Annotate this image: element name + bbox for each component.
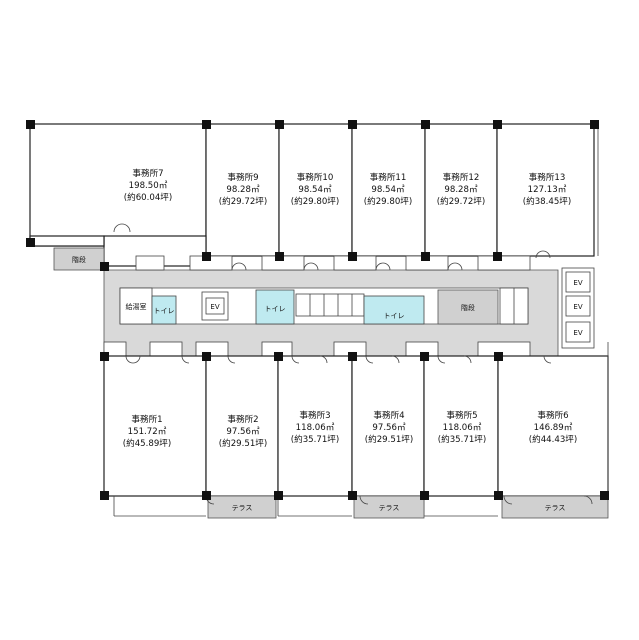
svg-text:事務所1: 事務所1: [131, 413, 162, 425]
svg-text:146.89㎡: 146.89㎡: [534, 422, 573, 433]
svg-text:事務所5: 事務所5: [446, 409, 477, 421]
core: 給湯室 トイレ EV トイレ トイレ 階段: [119, 287, 529, 325]
elevator-1[interactable]: [565, 271, 591, 293]
svg-text:(約45.89坪): (約45.89坪): [123, 437, 172, 449]
svg-text:事務所10: 事務所10: [297, 171, 334, 183]
svg-text:98.54㎡: 98.54㎡: [298, 184, 332, 195]
svg-text:97.56㎡: 97.56㎡: [226, 426, 260, 437]
svg-text:事務所11: 事務所11: [370, 171, 407, 183]
office-3-room[interactable]: [277, 355, 353, 497]
elevator-3[interactable]: [565, 321, 591, 343]
office-13-label: 事務所13 127.13㎡ (約38.45坪): [523, 171, 572, 207]
office-5-label: 事務所5 118.06㎡ (約35.71坪): [438, 409, 487, 445]
stairs-left: [53, 247, 105, 271]
north-offices: [29, 123, 599, 267]
elevator-bank: EV EV EV: [561, 267, 595, 349]
toilet-left-label: トイレ: [154, 307, 175, 315]
office-6-label: 事務所6 146.89㎡ (約44.43坪): [529, 409, 578, 445]
elevator-3-label: EV: [573, 329, 582, 337]
svg-text:(約29.80坪): (約29.80坪): [364, 195, 413, 207]
office-6-room[interactable]: [497, 355, 609, 497]
svg-text:事務所2: 事務所2: [227, 413, 258, 425]
svg-text:事務所7: 事務所7: [132, 167, 163, 179]
toilet-right: [363, 295, 425, 325]
office-2-label: 事務所2 97.56㎡ (約29.51坪): [219, 413, 268, 449]
south-wall-niches: [103, 341, 531, 357]
kitchenette-label: 給湯室: [126, 302, 147, 311]
columns: [26, 120, 609, 500]
terrace-1-label: テラス: [232, 504, 253, 512]
svg-text:(約29.72坪): (約29.72坪): [437, 195, 486, 207]
svg-text:97.56㎡: 97.56㎡: [372, 422, 406, 433]
office-3-label: 事務所3 118.06㎡ (約35.71坪): [291, 409, 340, 445]
office-labels: 事務所7 198.50㎡ (約60.04坪) 事務所9 98.28㎡ (約29.…: [123, 167, 578, 449]
office-12-room[interactable]: [424, 123, 498, 257]
svg-text:127.13㎡: 127.13㎡: [528, 184, 567, 195]
terraces: テラス テラス テラス: [207, 495, 609, 519]
svg-text:98.54㎡: 98.54㎡: [371, 184, 405, 195]
office-2-room[interactable]: [205, 355, 279, 497]
svg-text:事務所9: 事務所9: [227, 171, 258, 183]
office-7-room[interactable]: [29, 123, 207, 247]
elevator-1-label: EV: [573, 279, 582, 287]
svg-text:198.50㎡: 198.50㎡: [129, 180, 168, 191]
office-5-room[interactable]: [423, 355, 499, 497]
elevator-2-label: EV: [573, 303, 582, 311]
office-7-label: 事務所7 198.50㎡ (約60.04坪): [124, 167, 173, 203]
toilet-center: [255, 289, 295, 325]
svg-text:(約60.04坪): (約60.04坪): [124, 191, 173, 203]
office-10-label: 事務所10 98.54㎡ (約29.80坪): [291, 171, 340, 207]
office-13-room[interactable]: [496, 123, 595, 257]
terrace-2-label: テラス: [379, 504, 400, 512]
terrace-3[interactable]: [501, 495, 609, 519]
north-wall-niches: [135, 255, 531, 271]
svg-text:事務所12: 事務所12: [443, 171, 480, 183]
south-offices: [103, 342, 609, 517]
office-9-room[interactable]: [205, 123, 280, 257]
svg-text:事務所13: 事務所13: [529, 171, 566, 183]
office-4-label: 事務所4 97.56㎡ (約29.51坪): [365, 409, 414, 445]
svg-text:151.72㎡: 151.72㎡: [128, 426, 167, 437]
kitchenette: [119, 287, 153, 325]
svg-text:(約35.71坪): (約35.71坪): [291, 433, 340, 445]
svg-text:118.06㎡: 118.06㎡: [443, 422, 482, 433]
svg-text:(約44.43坪): (約44.43坪): [529, 433, 578, 445]
svg-text:98.28㎡: 98.28㎡: [226, 184, 260, 195]
office-10-room[interactable]: [278, 123, 353, 257]
door-swings: [113, 223, 593, 505]
stairs-center-label: 階段: [461, 303, 475, 312]
office-12-label: 事務所12 98.28㎡ (約29.72坪): [437, 171, 486, 207]
toilet-center-label: トイレ: [265, 305, 286, 313]
svg-text:(約38.45坪): (約38.45坪): [523, 195, 572, 207]
svg-text:(約29.51坪): (約29.51坪): [365, 433, 414, 445]
svg-text:(約29.80坪): (約29.80坪): [291, 195, 340, 207]
office-1-room[interactable]: [103, 355, 207, 497]
office-11-room[interactable]: [351, 123, 426, 257]
office-1-label: 事務所1 151.72㎡ (約45.89坪): [123, 413, 172, 449]
office-9-label: 事務所9 98.28㎡ (約29.72坪): [219, 171, 268, 207]
terrace-1[interactable]: [207, 495, 277, 519]
office-7-notch: [29, 235, 105, 247]
elevator-2[interactable]: [565, 295, 591, 317]
svg-text:事務所4: 事務所4: [373, 409, 404, 421]
svg-text:118.06㎡: 118.06㎡: [296, 422, 335, 433]
toilet-stalls: [295, 293, 365, 317]
stairs-left-label: 階段: [72, 255, 86, 264]
office-11-label: 事務所11 98.54㎡ (約29.80坪): [364, 171, 413, 207]
toilet-left: [151, 295, 177, 325]
svg-text:(約35.71坪): (約35.71坪): [438, 433, 487, 445]
terrace-3-label: テラス: [545, 504, 566, 512]
svg-text:98.28㎡: 98.28㎡: [444, 184, 478, 195]
elevator-left-label: EV: [210, 303, 219, 311]
stairs-center: [437, 289, 499, 325]
svg-text:(約29.72坪): (約29.72坪): [219, 195, 268, 207]
toilet-right-label: トイレ: [384, 312, 405, 320]
svg-text:(約29.51坪): (約29.51坪): [219, 437, 268, 449]
svg-text:事務所3: 事務所3: [299, 409, 330, 421]
terrace-2[interactable]: [353, 495, 425, 519]
svg-text:事務所6: 事務所6: [537, 409, 568, 421]
